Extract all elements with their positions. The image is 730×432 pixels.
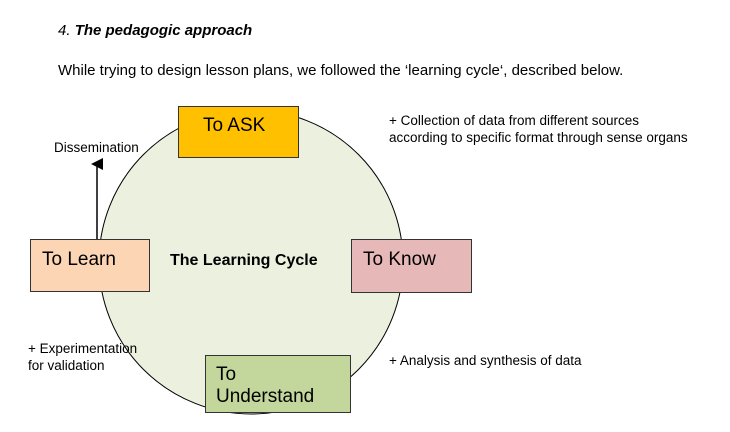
collection-note: + Collection of data from different sour… — [389, 112, 688, 146]
stage-learn-box: To Learn — [30, 239, 150, 292]
stage-learn-label: To Learn — [42, 249, 116, 270]
intro-paragraph: While trying to design lesson plans, we … — [58, 62, 624, 79]
stage-ask-label: To ASK — [203, 115, 266, 136]
experimentation-note-line1: + Experimentation — [28, 341, 138, 356]
collection-note-line2: according to specific format through sen… — [389, 130, 688, 145]
stage-understand-label-line2: Understand — [216, 385, 315, 407]
cycle-center-label: The Learning Cycle — [170, 252, 318, 269]
stage-know-box: To Know — [351, 239, 472, 293]
stage-ask-box: To ASK — [178, 106, 299, 158]
experimentation-note-line2: for validation — [28, 358, 105, 373]
stage-understand-label-line1: To — [216, 364, 237, 385]
section-heading: 4. The pedagogic approach — [58, 22, 252, 39]
collection-note-line1: + Collection of data from different sour… — [389, 113, 640, 128]
analysis-note: + Analysis and synthesis of data — [389, 353, 582, 368]
stage-understand-box: To Understand — [205, 355, 351, 413]
dissemination-label: Dissemination — [54, 140, 139, 155]
stage-know-label: To Know — [363, 249, 436, 270]
section-title: The pedagogic approach — [74, 22, 253, 39]
section-number: 4. — [58, 22, 71, 39]
experimentation-note: + Experimentation for validation — [28, 340, 137, 374]
